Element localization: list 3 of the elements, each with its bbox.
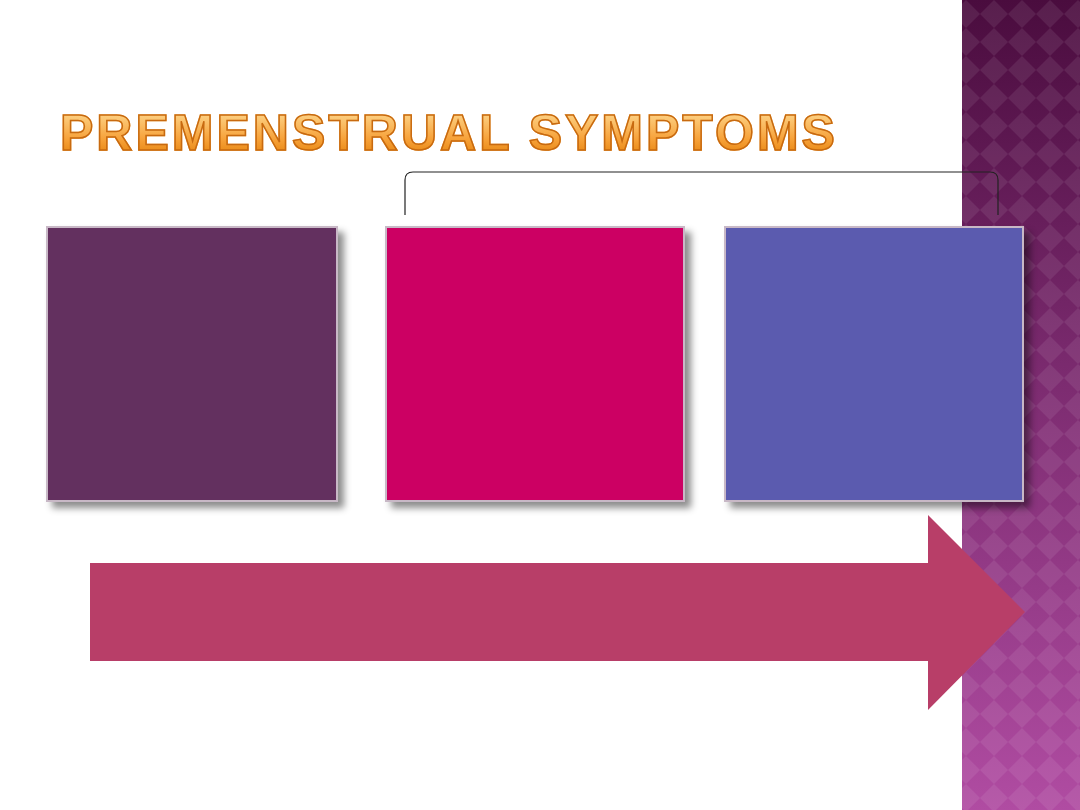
color-square [385, 226, 685, 502]
color-square [46, 226, 338, 502]
color-square [724, 226, 1024, 502]
